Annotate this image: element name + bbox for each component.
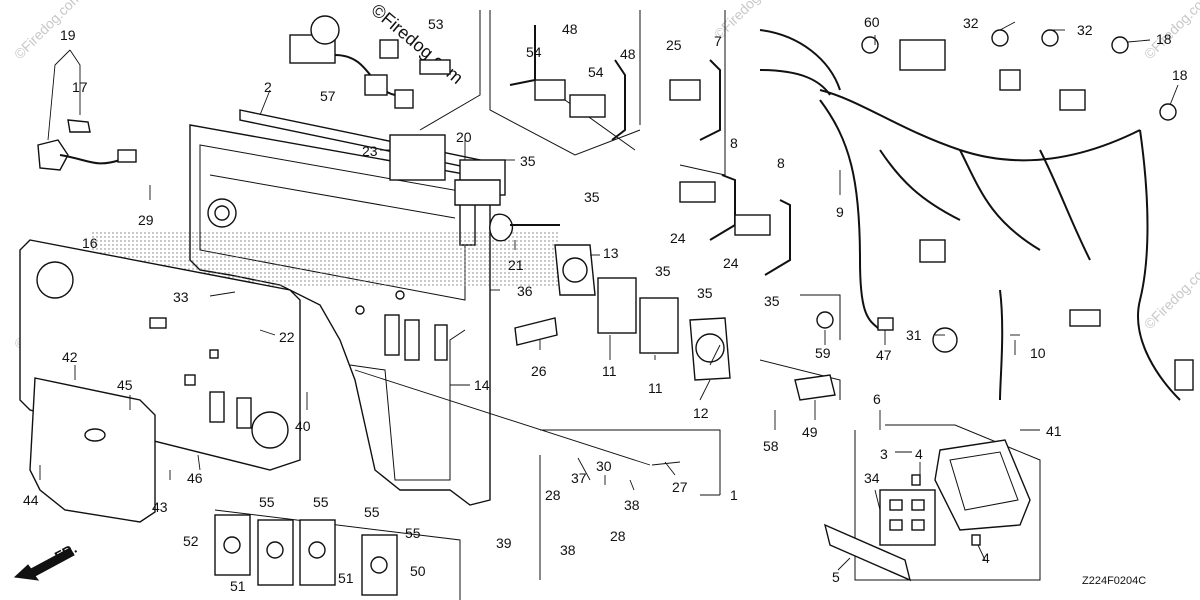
callout-label: 14 (474, 377, 490, 393)
callout-label: 8 (777, 155, 785, 171)
callout-label: 1 (730, 487, 738, 503)
callout-label: 32 (1077, 22, 1093, 38)
callout-label: 55 (259, 494, 275, 510)
callout-label: 35 (584, 189, 600, 205)
callout-label: 45 (117, 377, 133, 393)
callout-label: 31 (906, 327, 922, 343)
front-arrow-icon (13, 547, 75, 581)
callout-label: 42 (62, 349, 78, 365)
cover-hole (84, 428, 106, 442)
callout-label: 18 (1156, 31, 1172, 47)
callout-label: 28 (610, 528, 626, 544)
callout-label: 48 (620, 46, 636, 62)
callout-label: 43 (152, 499, 168, 515)
callout-label: 27 (672, 479, 688, 495)
callout-label: 54 (526, 44, 542, 60)
wire-harness (759, 29, 1194, 401)
inverter-box (823, 439, 1031, 582)
callout-label: 60 (864, 14, 880, 30)
callout-label: 36 (517, 283, 533, 299)
callout-label: 47 (876, 347, 892, 363)
callout-label: 48 (562, 21, 578, 37)
callout-label: 11 (648, 380, 663, 396)
callout-label: 19 (60, 27, 76, 43)
callout-label: 4 (982, 550, 990, 566)
callout-label: 12 (693, 405, 709, 421)
callout-label: 8 (730, 135, 738, 151)
callout-label: 9 (836, 204, 844, 220)
callout-label: 32 (963, 15, 979, 31)
leader-lines (39, 21, 1179, 571)
callout-label: 35 (655, 263, 671, 279)
group-frames (214, 10, 1041, 600)
callout-label: 37 (571, 470, 587, 486)
callout-label: 28 (545, 487, 561, 503)
callout-label: 24 (723, 255, 739, 271)
callout-label: 57 (320, 88, 336, 104)
callout-label: 30 (596, 458, 612, 474)
outlet-covers (214, 514, 398, 596)
clips (794, 29, 1177, 401)
callout-label: 41 (1046, 423, 1062, 439)
callouts: 1 2 3 4 4 5 6 7 8 8 9 10 11 11 12 13 14 … (23, 14, 1188, 594)
callout-label: 55 (313, 494, 329, 510)
callout-label: 38 (560, 542, 576, 558)
callout-label: 55 (405, 525, 421, 541)
callout-label: 18 (1172, 67, 1188, 83)
callout-label: 20 (456, 129, 472, 145)
callout-label: 16 (82, 235, 98, 251)
callout-label: 53 (428, 16, 444, 32)
callout-label: 35 (764, 293, 780, 309)
callout-label: 5 (832, 569, 840, 585)
callout-label: 13 (603, 245, 619, 261)
callout-label: 10 (1030, 345, 1046, 361)
callout-label: 55 (364, 504, 380, 520)
watermark-faint: ©Firedog.com (711, 0, 785, 42)
callout-label: 22 (279, 329, 295, 345)
callout-label: 35 (697, 285, 713, 301)
top-left-parts (289, 15, 721, 242)
front-direction-indicator: FR. (13, 540, 79, 581)
callout-label: 54 (588, 64, 604, 80)
callout-label: 38 (624, 497, 640, 513)
callout-label: 24 (670, 230, 686, 246)
drawing-code: Z224F0204C (1082, 575, 1146, 587)
callout-label: 25 (666, 37, 682, 53)
callout-label: 29 (138, 212, 154, 228)
callout-label: 51 (230, 578, 246, 594)
callout-label: 26 (531, 363, 547, 379)
callout-label: 59 (815, 345, 831, 361)
callout-label: 49 (802, 424, 818, 440)
callout-label: 7 (714, 33, 722, 49)
callout-label: 34 (864, 470, 880, 486)
callout-label: 4 (915, 446, 923, 462)
panel-cover (29, 377, 156, 523)
callout-label: 40 (295, 418, 311, 434)
watermark-faint: ©Firedog.com (1141, 258, 1200, 332)
callout-label: 2 (264, 79, 272, 95)
callout-label: 3 (880, 446, 888, 462)
callout-label: 35 (520, 153, 536, 169)
callout-label: 52 (183, 533, 199, 549)
callout-label: 44 (23, 492, 39, 508)
callout-label: 50 (410, 563, 426, 579)
callout-label: 23 (362, 143, 378, 159)
callout-label: 17 (72, 79, 88, 95)
callout-label: 46 (187, 470, 203, 486)
callout-label: 33 (173, 289, 189, 305)
callout-label: 11 (602, 363, 617, 379)
callout-label: 58 (763, 438, 779, 454)
callout-label: 39 (496, 535, 512, 551)
middle-switches (679, 174, 791, 276)
breaker-assembly (37, 119, 137, 171)
callout-label: 21 (508, 257, 524, 273)
callout-label: 6 (873, 391, 881, 407)
outlets (514, 244, 731, 381)
callout-label: 51 (338, 570, 354, 586)
